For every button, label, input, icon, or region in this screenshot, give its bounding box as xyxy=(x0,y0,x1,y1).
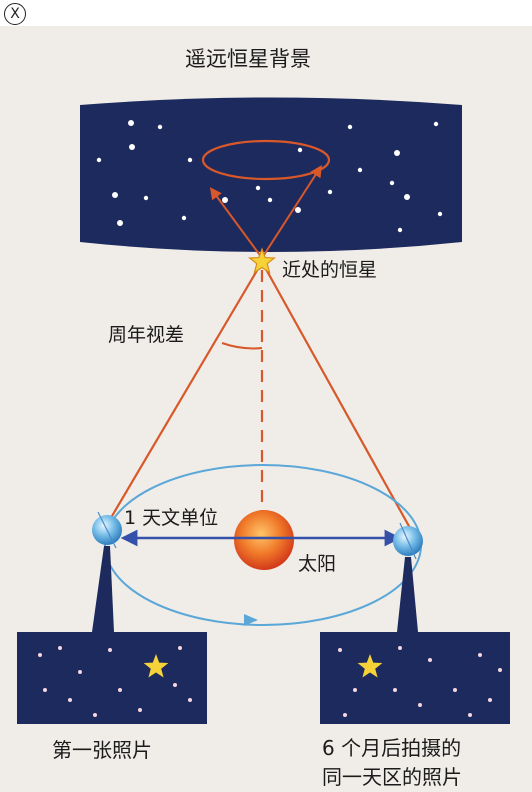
background-star xyxy=(437,211,443,217)
background-star xyxy=(397,227,403,233)
photo-star xyxy=(498,668,502,672)
photo-star xyxy=(488,698,492,702)
photo2-label-line2: 同一天区的照片 xyxy=(322,765,462,789)
photo-star xyxy=(93,713,97,717)
au-label: 1 天文单位 xyxy=(124,507,219,529)
sightline-left xyxy=(111,261,263,517)
photo-star xyxy=(398,646,402,650)
sun-label: 太阳 xyxy=(298,553,337,575)
photo-star xyxy=(118,688,122,692)
background-star xyxy=(327,189,333,195)
background-sky-panel xyxy=(80,97,462,252)
photo-first xyxy=(17,632,207,724)
photo-star xyxy=(58,646,62,650)
photo-star xyxy=(68,698,72,702)
background-star xyxy=(347,124,353,130)
photo-stars xyxy=(38,646,502,717)
photo-star xyxy=(108,648,112,652)
photo2-label-line1: 6 个月后拍摄的 xyxy=(322,736,462,760)
background-star xyxy=(96,157,102,163)
photo1-label: 第一张照片 xyxy=(52,738,152,762)
background-star xyxy=(143,195,149,201)
background-star xyxy=(187,157,193,163)
background-star xyxy=(117,220,123,226)
photo-star xyxy=(393,688,397,692)
photo-star xyxy=(428,658,432,662)
sun xyxy=(234,510,294,570)
background-star xyxy=(295,207,301,213)
background-star xyxy=(433,121,439,127)
photo-star xyxy=(478,653,482,657)
photo-first-near-star xyxy=(143,654,169,678)
background-star xyxy=(181,215,187,221)
parallax-angle-arc xyxy=(221,342,263,350)
background-star xyxy=(112,192,118,198)
background-star xyxy=(389,180,395,186)
photo-star xyxy=(78,670,82,674)
photo-star xyxy=(178,646,182,650)
photo-star xyxy=(43,688,47,692)
beam-left xyxy=(92,546,114,632)
parallax-label: 周年视差 xyxy=(108,324,185,346)
earth-left xyxy=(92,511,122,549)
apparent-motion-ellipse xyxy=(201,139,331,181)
background-star xyxy=(128,120,134,126)
background-star xyxy=(404,194,410,200)
cone-left xyxy=(209,187,263,259)
photo-star xyxy=(343,713,347,717)
photo-star xyxy=(173,683,177,687)
close-icon[interactable]: X xyxy=(4,3,26,25)
photo-star xyxy=(338,648,342,652)
photo-star xyxy=(353,688,357,692)
cone-right xyxy=(261,164,322,259)
background-star xyxy=(297,147,303,153)
photo-second xyxy=(320,632,510,724)
orbit-direction-arrow xyxy=(244,614,258,626)
photo-star xyxy=(138,708,142,712)
background-star xyxy=(267,197,273,203)
top-strip xyxy=(0,0,532,26)
photo-star xyxy=(188,698,192,702)
background-star xyxy=(222,197,228,203)
photo-star xyxy=(468,713,472,717)
earth-right xyxy=(393,522,423,560)
background-star xyxy=(255,185,261,191)
near-star-label: 近处的恒星 xyxy=(282,259,378,281)
background-star xyxy=(129,144,135,150)
background-star xyxy=(157,124,163,130)
background-label: 遥远恒星背景 xyxy=(185,47,311,71)
photo-second-near-star xyxy=(357,654,383,678)
photo-star xyxy=(418,703,422,707)
photo-star xyxy=(38,653,42,657)
background-star xyxy=(394,150,400,156)
beam-right xyxy=(397,557,418,632)
photo-star xyxy=(453,688,457,692)
background-stars xyxy=(96,120,443,233)
near-star xyxy=(247,247,277,274)
sightline-right xyxy=(261,261,411,529)
background-star xyxy=(357,167,363,173)
